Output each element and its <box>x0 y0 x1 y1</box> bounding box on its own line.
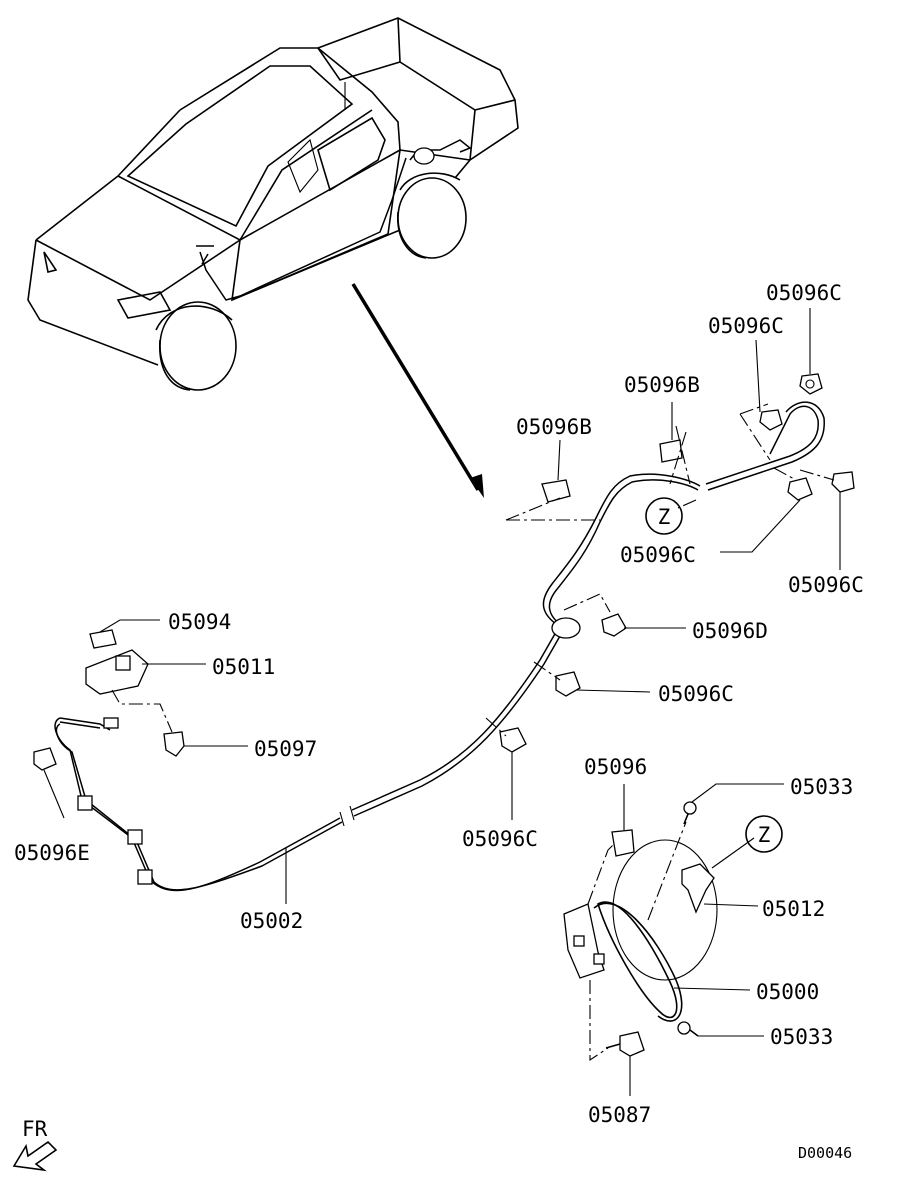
part-label: 05033 <box>770 1025 833 1049</box>
part-label: 05096 <box>584 755 647 779</box>
detail-arrow <box>351 283 484 498</box>
part-label: 05096C <box>766 281 842 305</box>
part-label: 05096C <box>708 314 784 338</box>
part-label: 05000 <box>756 980 819 1004</box>
connector-clip <box>33 373 855 771</box>
part-label: 05094 <box>168 610 231 634</box>
part-label: 05096C <box>620 543 696 567</box>
part-label: 05096E <box>14 841 90 865</box>
reference-lines <box>111 403 835 1062</box>
part-label: 05096B <box>516 415 592 439</box>
part-label: 05033 <box>790 775 853 799</box>
part-label: 05002 <box>240 909 303 933</box>
part-label: 05096C <box>788 573 864 597</box>
harness-cable <box>54 401 825 892</box>
part-labels: 05096C 05096C 05096B 05096B 05096C 05096… <box>14 281 864 1127</box>
svg-text:Z: Z <box>758 823 771 847</box>
part-label: 05096D <box>692 619 768 643</box>
part-label: 05097 <box>254 737 317 761</box>
direction-indicator: FR <box>12 1117 58 1172</box>
part-label: 05096B <box>624 373 700 397</box>
fuel-lid-icon <box>563 801 718 1057</box>
part-label: 05087 <box>588 1103 651 1127</box>
pickup-truck-illustration <box>27 17 519 391</box>
direction-arrow-icon <box>12 1140 58 1172</box>
view-marker-z-1: Z <box>645 497 683 535</box>
part-label: 05012 <box>762 897 825 921</box>
part-label: 05096C <box>462 827 538 851</box>
view-marker-z-2: Z <box>745 815 783 853</box>
part-label: 05096C <box>658 682 734 706</box>
leader-lines <box>43 308 841 1096</box>
direction-label: FR <box>22 1117 48 1141</box>
svg-text:Z: Z <box>658 505 671 529</box>
drawing-code: D00046 <box>798 1144 852 1162</box>
part-label: 05011 <box>212 655 275 679</box>
